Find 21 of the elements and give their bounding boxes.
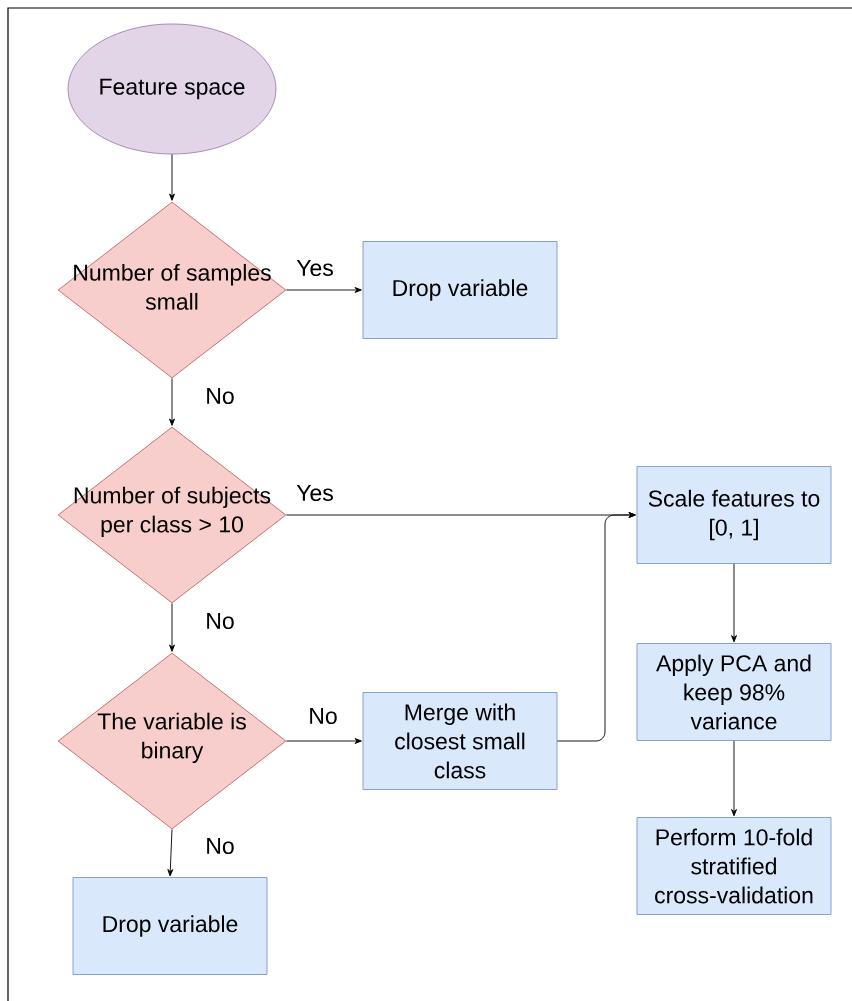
edge-label: Yes bbox=[295, 484, 335, 503]
edge-label: No bbox=[204, 387, 236, 406]
process-box: Drop variable bbox=[72, 877, 268, 975]
process-box: Scale features to [0, 1] bbox=[636, 466, 832, 564]
arrow bbox=[285, 738, 362, 744]
arrow bbox=[556, 512, 636, 742]
edge-label: No bbox=[204, 837, 236, 856]
edge-label: Yes bbox=[295, 259, 335, 278]
process-box: Apply PCA and keep 98% variance bbox=[636, 643, 832, 741]
process-box: Drop variable bbox=[362, 241, 558, 339]
arrow bbox=[731, 740, 737, 817]
arrow bbox=[167, 828, 174, 877]
process-box: Perform 10-fold stratified cross-validation bbox=[636, 817, 832, 915]
arrow bbox=[169, 377, 175, 426]
process-box: Merge with closest small class bbox=[362, 692, 558, 790]
arrow bbox=[285, 287, 362, 293]
edge-label: No bbox=[307, 707, 339, 726]
edge-label: No bbox=[204, 612, 236, 631]
arrow bbox=[169, 153, 175, 201]
arrow bbox=[169, 602, 175, 652]
arrow bbox=[731, 563, 737, 643]
